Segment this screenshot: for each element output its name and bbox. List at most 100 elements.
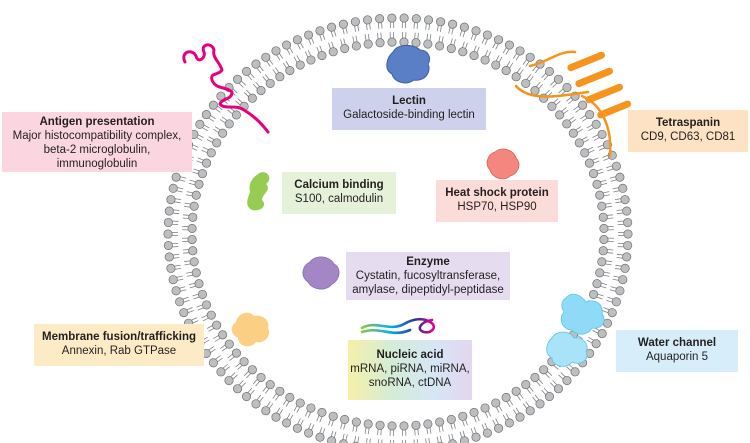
lipid-head (494, 423, 504, 433)
lipid-head (241, 66, 252, 76)
lipid-head (195, 119, 205, 129)
lipid-head (202, 158, 212, 168)
lipid-head (553, 384, 564, 394)
lipid-head (315, 26, 325, 36)
lipid-head (317, 51, 327, 61)
lipid-head (328, 47, 338, 57)
lipid-head (469, 51, 479, 61)
lipid-head (189, 201, 199, 211)
lipid-head (375, 14, 385, 24)
lipid-head (597, 329, 607, 339)
lipid-head (351, 417, 361, 427)
lipid-head (535, 399, 545, 409)
lipid-head (530, 86, 540, 96)
membrane-title: Membrane fusion/trafficking (42, 331, 196, 343)
lipid-head (197, 169, 208, 179)
lipid-head (275, 386, 285, 396)
lipid-head (585, 110, 595, 120)
lipid-head (448, 19, 458, 29)
lipid-head (247, 365, 257, 375)
lipid-head (363, 39, 373, 49)
enzyme-label: Enzyme Cystatin, fucosyltransferase, amy… (346, 255, 510, 297)
lipid-head (251, 59, 261, 69)
lipid-head (295, 60, 305, 70)
lipid-head (292, 423, 302, 433)
lipid-head (232, 74, 243, 84)
lipid-head (595, 268, 605, 278)
lipid-head (555, 110, 565, 120)
lipid-head (206, 310, 216, 320)
nucleic-desc: mRNA, piRNA, miRNA, snoRNA, ctDNA (350, 363, 470, 389)
lipid-head (271, 412, 281, 422)
lipid-head (623, 240, 633, 251)
lipid-head (256, 372, 266, 382)
lipid-head (521, 78, 531, 88)
lipid-head (256, 86, 266, 96)
lipid-head (615, 286, 625, 296)
lipid-head (525, 406, 535, 416)
lipid-head (539, 365, 549, 375)
lipid-tail (378, 439, 380, 443)
lipid-head (292, 35, 302, 45)
lipid-head (247, 93, 257, 103)
lipid-head (480, 403, 490, 413)
lipid-head (501, 392, 511, 402)
lipid-head (191, 268, 201, 278)
lipid-head (340, 43, 350, 54)
lipid-head (304, 428, 314, 438)
lectin-label: Lectin Galactoside-binding lectin (332, 94, 486, 122)
tetraspanin-title: Tetraspanin (655, 117, 721, 129)
lipid-head (578, 100, 588, 110)
lipid-head (458, 411, 468, 421)
lipid-head (399, 421, 409, 431)
lipid-head (168, 183, 178, 193)
lipid-head (494, 35, 504, 45)
lipid-head (599, 223, 609, 233)
lipid-head (501, 66, 511, 76)
lipid-head (306, 55, 316, 65)
lipid-head (515, 46, 525, 56)
calcium-label: Calcium binding S100, calmodulin (282, 178, 396, 206)
lipid-head (446, 43, 456, 54)
lipid-tail (416, 439, 418, 443)
lipid-head (411, 420, 421, 430)
lipid-head (179, 308, 189, 318)
lipid-head (187, 223, 197, 233)
lipid-head (271, 46, 281, 56)
lipid-head (218, 330, 228, 340)
membrane-label-box (34, 324, 204, 366)
lipid-head (574, 138, 584, 148)
lipid-head (295, 398, 305, 408)
lipid-head (598, 212, 608, 222)
lipid-head (595, 190, 605, 200)
lipid-tail (413, 439, 415, 443)
lipid-head (620, 195, 630, 205)
nucleic-label: Nucleic acid mRNA, piRNA, miRNA, snoRNA,… (348, 348, 472, 390)
lipid-tail (436, 436, 439, 443)
lipid-head (504, 40, 514, 50)
lipid-head (592, 279, 602, 289)
lipid-head (544, 66, 555, 76)
lipid-tail (353, 436, 357, 443)
water-title: Water channel (637, 337, 717, 349)
lipid-head (387, 37, 397, 47)
lipid-head (208, 358, 218, 368)
lipid-head (315, 432, 325, 442)
tetraspanin-label-box (628, 110, 748, 152)
lipid-head (568, 128, 578, 138)
lipid-head (304, 30, 314, 40)
lipid-head (187, 235, 197, 245)
lipid-head (191, 190, 201, 200)
heatshock-title: Heat shock protein (445, 187, 549, 199)
lipid-head (620, 263, 630, 273)
heatshock-desc: HSP70, HSP90 (457, 201, 537, 213)
water-label-box (616, 330, 738, 372)
lipid-head (216, 367, 226, 377)
lipid-head (459, 436, 469, 443)
lipid-head (448, 439, 458, 443)
lipid-head (588, 169, 599, 179)
lipid-head (435, 41, 445, 51)
lipid-head (471, 26, 481, 36)
lipid-head (597, 129, 607, 139)
